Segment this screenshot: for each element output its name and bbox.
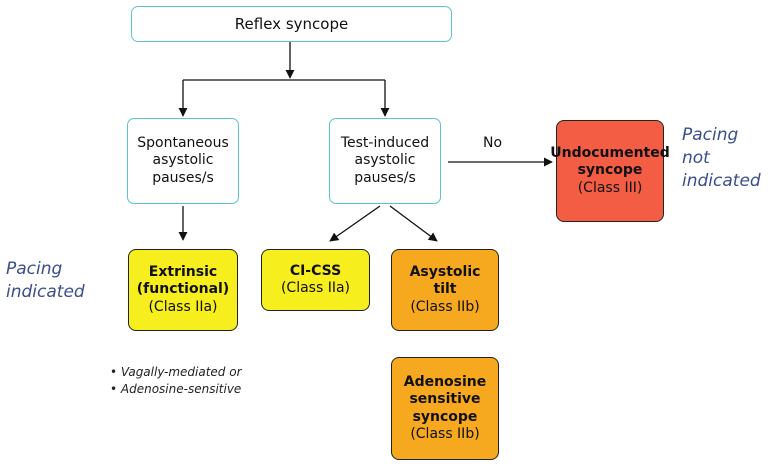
spontaneous-line2: asystolic — [152, 152, 214, 169]
arrow-to-asystolic-tilt — [389, 205, 438, 242]
extrinsic-bullet-list: • Vagally-mediated or • Adenosine-sensit… — [110, 364, 242, 399]
extrinsic-class: (Class IIa) — [148, 298, 218, 315]
pacing-indicated-line1: Pacing — [6, 259, 63, 279]
undocumented-class: (Class III) — [577, 179, 643, 196]
extrinsic-functional-node: Extrinsic (functional) (Class IIa) — [128, 249, 238, 331]
pacing-not-indicated-note: Pacing not indicated — [682, 124, 761, 193]
test-induced-line2: asystolic — [354, 152, 416, 169]
adenosine-line3: syncope — [412, 408, 478, 425]
adenosine-line2: sensitive — [409, 391, 481, 407]
extrinsic-line2: (functional) — [136, 281, 230, 298]
spontaneous-line1: Spontaneous — [137, 134, 229, 151]
adenosine-line1: Adenosine — [403, 373, 487, 390]
bullet-item: • Adenosine-sensitive — [110, 382, 242, 397]
asystolic-tilt-node: Asystolic tilt (Class IIb) — [391, 249, 499, 331]
extrinsic-line1: Extrinsic — [148, 263, 218, 280]
undocumented-line1: Undocumented — [550, 144, 670, 161]
pacing-indicated-line2: indicated — [6, 281, 85, 302]
undocumented-line2: syncope — [577, 162, 643, 179]
spontaneous-pauses-node: Spontaneous asystolic pauses/s — [127, 118, 239, 204]
test-induced-pauses-node: Test-induced asystolic pauses/s — [329, 118, 441, 204]
ci-css-class: (Class IIa) — [280, 280, 351, 296]
undocumented-syncope-node: Undocumented syncope (Class III) — [550, 120, 670, 222]
adenosine-class: (Class IIb) — [410, 426, 480, 442]
edge-label-no: No — [483, 135, 503, 151]
reflex-syncope-title: Reflex syncope — [234, 14, 349, 33]
asystolic-tilt-line1: Asystolic — [409, 263, 481, 280]
spontaneous-line3: pauses/s — [152, 169, 214, 186]
pacing-not-indicated-line2: not — [682, 147, 710, 168]
pacing-not-indicated-line3: indicated — [682, 170, 761, 191]
bullet-item: • Vagally-mediated or — [110, 365, 242, 379]
pacing-indicated-note: Pacing indicated — [6, 258, 85, 304]
test-induced-line1: Test-induced — [340, 134, 430, 151]
test-induced-line3: pauses/s — [354, 169, 416, 186]
asystolic-tilt-line2: tilt — [433, 281, 457, 298]
reflex-syncope-node: Reflex syncope — [131, 6, 452, 42]
arrow-to-ci-css — [329, 205, 381, 242]
ci-css-line1: CI-CSS — [289, 262, 342, 279]
asystolic-tilt-class: (Class IIb) — [410, 298, 480, 315]
pacing-not-indicated-line1: Pacing — [682, 125, 739, 145]
adenosine-sensitive-node: Adenosine sensitive syncope (Class IIb) — [391, 357, 499, 460]
ci-css-node: CI-CSS (Class IIa) — [261, 249, 370, 311]
